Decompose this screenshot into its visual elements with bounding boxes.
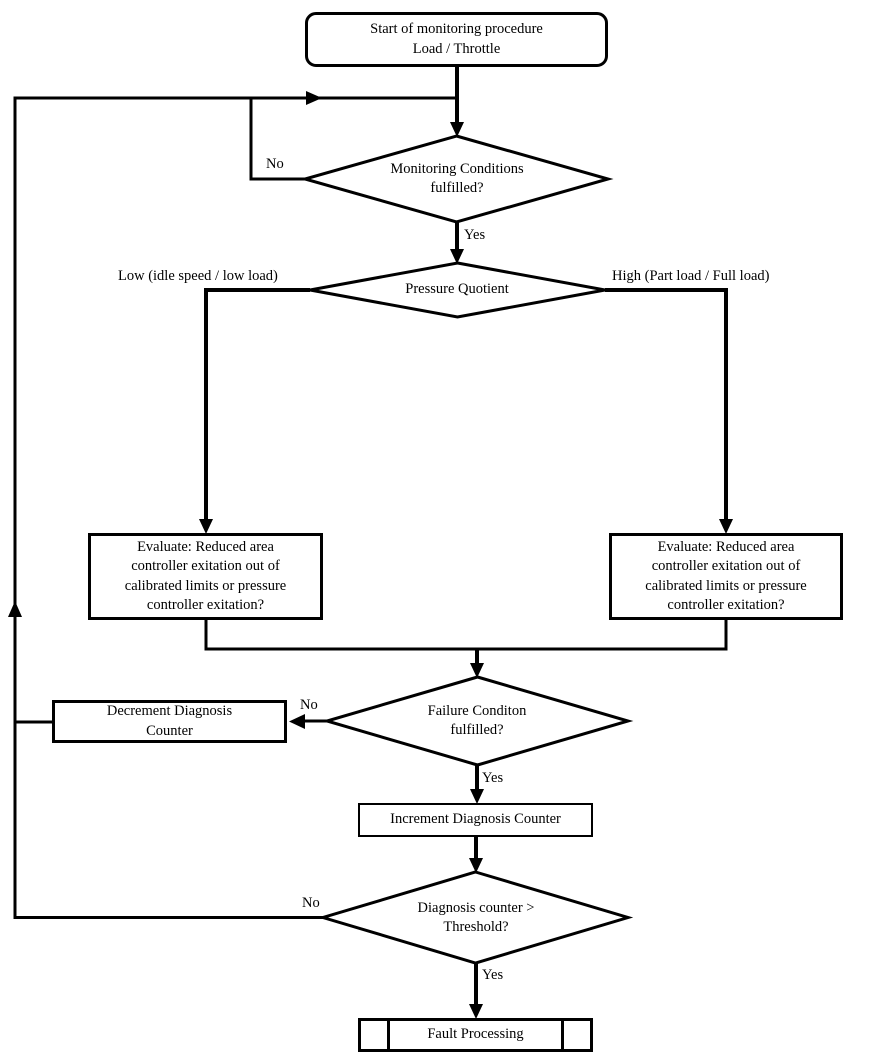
threshold-label: Diagnosis counter > Threshold? <box>417 899 535 935</box>
failure-condition-diamond <box>321 675 634 767</box>
monitoring-conditions-label: Monitoring Conditions fulfilled? <box>390 160 524 196</box>
failure-no-label: No <box>300 697 318 713</box>
arrowhead-into-evaluate-left <box>199 519 213 534</box>
pressure-quotient-diamond <box>309 261 606 319</box>
edge-monitoring-no <box>249 99 305 181</box>
evaluate-left-node: Evaluate: Reduced area controller exitat… <box>88 533 323 620</box>
evaluate-right-node: Evaluate: Reduced area controller exitat… <box>609 533 843 620</box>
arrowhead-into-evaluate-right <box>719 519 733 534</box>
failure-yes-label: Yes <box>482 770 504 786</box>
arrowhead-into-decrement <box>289 714 305 729</box>
failure-condition-label: Failure Conditon fulfilled? <box>427 702 527 738</box>
arrowhead-loop-up <box>8 601 22 617</box>
decrement-counter-node: Decrement Diagnosis Counter <box>52 700 287 743</box>
predefined-process-bar-right <box>561 1021 564 1049</box>
edge-pressure-high <box>605 288 728 522</box>
threshold-yes-label: Yes <box>482 967 504 983</box>
arrowhead-into-threshold <box>469 858 483 873</box>
monitoring-no-label: No <box>266 156 284 172</box>
edge-threshold-no-loop <box>13 96 457 919</box>
arrowhead-into-failure <box>470 663 484 678</box>
edge-pressure-low <box>204 288 310 522</box>
threshold-diamond <box>317 870 634 965</box>
pressure-quotient-label: Pressure Quotient <box>405 281 509 298</box>
predefined-process-bar-left <box>387 1021 390 1049</box>
arrowhead-into-monitoring <box>450 122 464 137</box>
monitoring-yes-label: Yes <box>464 227 486 243</box>
arrowhead-into-pressure <box>450 249 464 264</box>
fault-processing-node: Fault Processing <box>358 1018 593 1052</box>
increment-counter-node: Increment Diagnosis Counter <box>358 803 593 837</box>
edge-evaluate-merge <box>204 620 728 651</box>
monitoring-conditions-diamond <box>299 134 614 224</box>
pressure-low-label: Low (idle speed / low load) <box>118 268 278 284</box>
start-node: Start of monitoring procedure Load / Thr… <box>305 12 608 67</box>
arrowhead-into-fault <box>469 1004 483 1019</box>
threshold-no-label: No <box>302 895 320 911</box>
pressure-high-label: High (Part load / Full load) <box>612 268 770 284</box>
arrowhead-top-loop-right <box>306 91 322 105</box>
fault-processing-label: Fault Processing <box>427 1026 524 1043</box>
arrowhead-into-increment <box>470 789 484 804</box>
